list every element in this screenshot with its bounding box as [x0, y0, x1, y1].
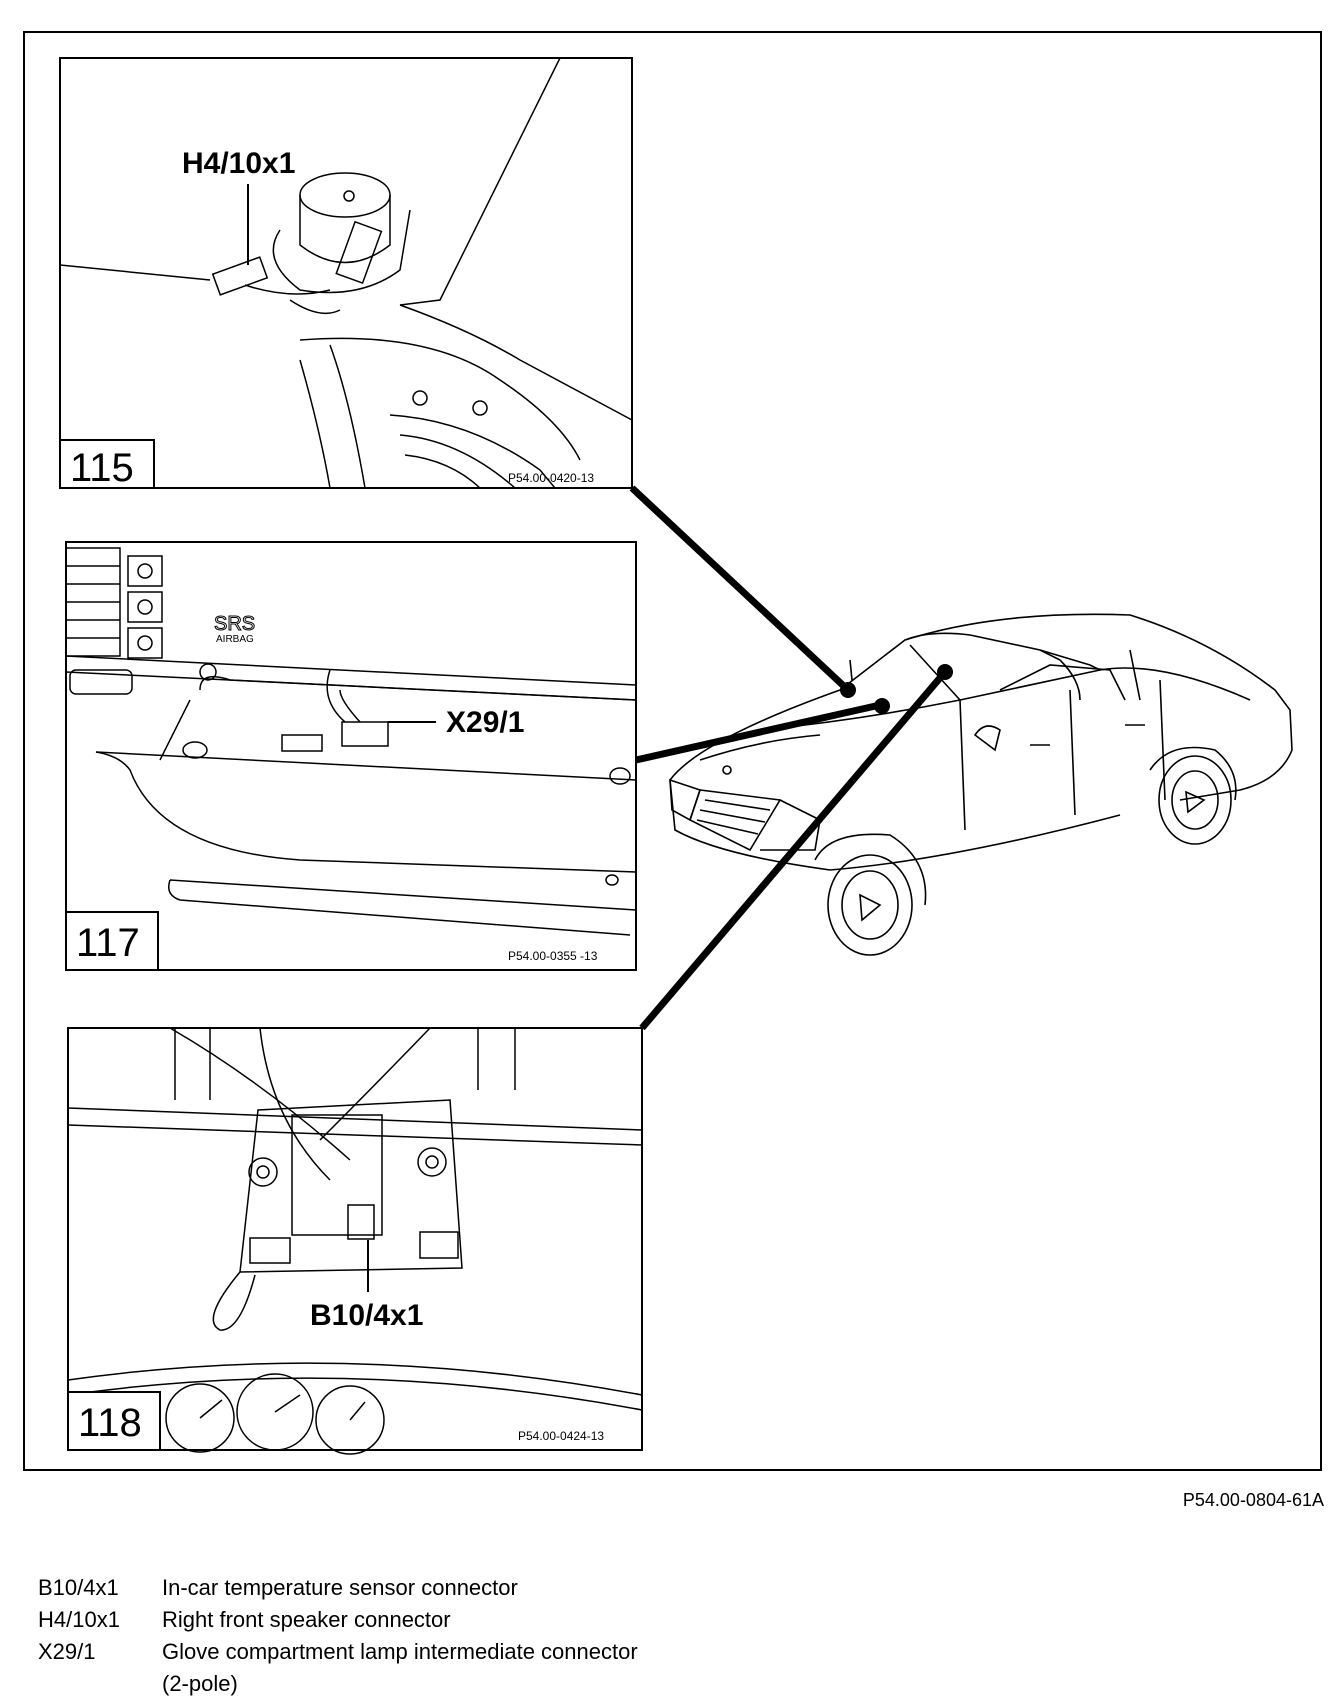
car-illustration: [669, 613, 1293, 956]
outer-frame: [23, 31, 1322, 1471]
location-markers: [840, 664, 953, 714]
legend-description: In-car temperature sensor connector: [162, 1575, 518, 1600]
legend-row: B10/4x1 In-car temperature sensor connec…: [38, 1572, 642, 1604]
panel-118-label: B10/4x1: [310, 1299, 423, 1332]
marker-glove-box: [874, 698, 890, 714]
legend-description: Glove compartment lamp intermediate conn…: [162, 1639, 638, 1696]
panel-117-sketch: [65, 547, 637, 936]
panel-117-ref: P54.00-0355 -13: [508, 949, 598, 963]
panel-118: B10/4x1 118 P54.00-0424-13: [67, 1027, 643, 1455]
legend: B10/4x1 In-car temperature sensor connec…: [38, 1572, 642, 1700]
legend-code: X29/1: [38, 1639, 96, 1664]
legend-description: Right front speaker connector: [162, 1607, 451, 1632]
legend-row: H4/10x1 Right front speaker connector: [38, 1604, 642, 1636]
figure-id: P54.00-0804-61A: [1182, 1490, 1324, 1510]
panel-115-sketch: [59, 57, 633, 489]
marker-temp-sensor: [937, 664, 953, 680]
panel-115: H4/10x1 115 P54.00-0420-13: [59, 57, 633, 490]
legend-code: B10/4x1: [38, 1575, 119, 1600]
panel-115-ref: P54.00-0420-13: [508, 471, 594, 485]
airbag-srs-text: SRS: [214, 613, 255, 635]
airbag-subtext: AIRBAG: [216, 634, 254, 645]
legend-code: H4/10x1: [38, 1607, 120, 1632]
panel-118-ref: P54.00-0424-13: [518, 1429, 604, 1443]
panel-117-label: X29/1: [446, 706, 524, 739]
panel-117: SRS AIRBAG X29/1 117 P54.00-0355 -13: [65, 541, 637, 971]
leader-lines: [629, 485, 948, 1031]
panel-118-number: 118: [78, 1401, 142, 1445]
legend-row: X29/1 Glove compartment lamp intermediat…: [38, 1636, 642, 1700]
panel-115-number: 115: [70, 446, 134, 490]
panel-117-number: 117: [76, 921, 140, 965]
panel-115-label: H4/10x1: [182, 147, 295, 180]
panel-118-sketch: [67, 1027, 643, 1455]
